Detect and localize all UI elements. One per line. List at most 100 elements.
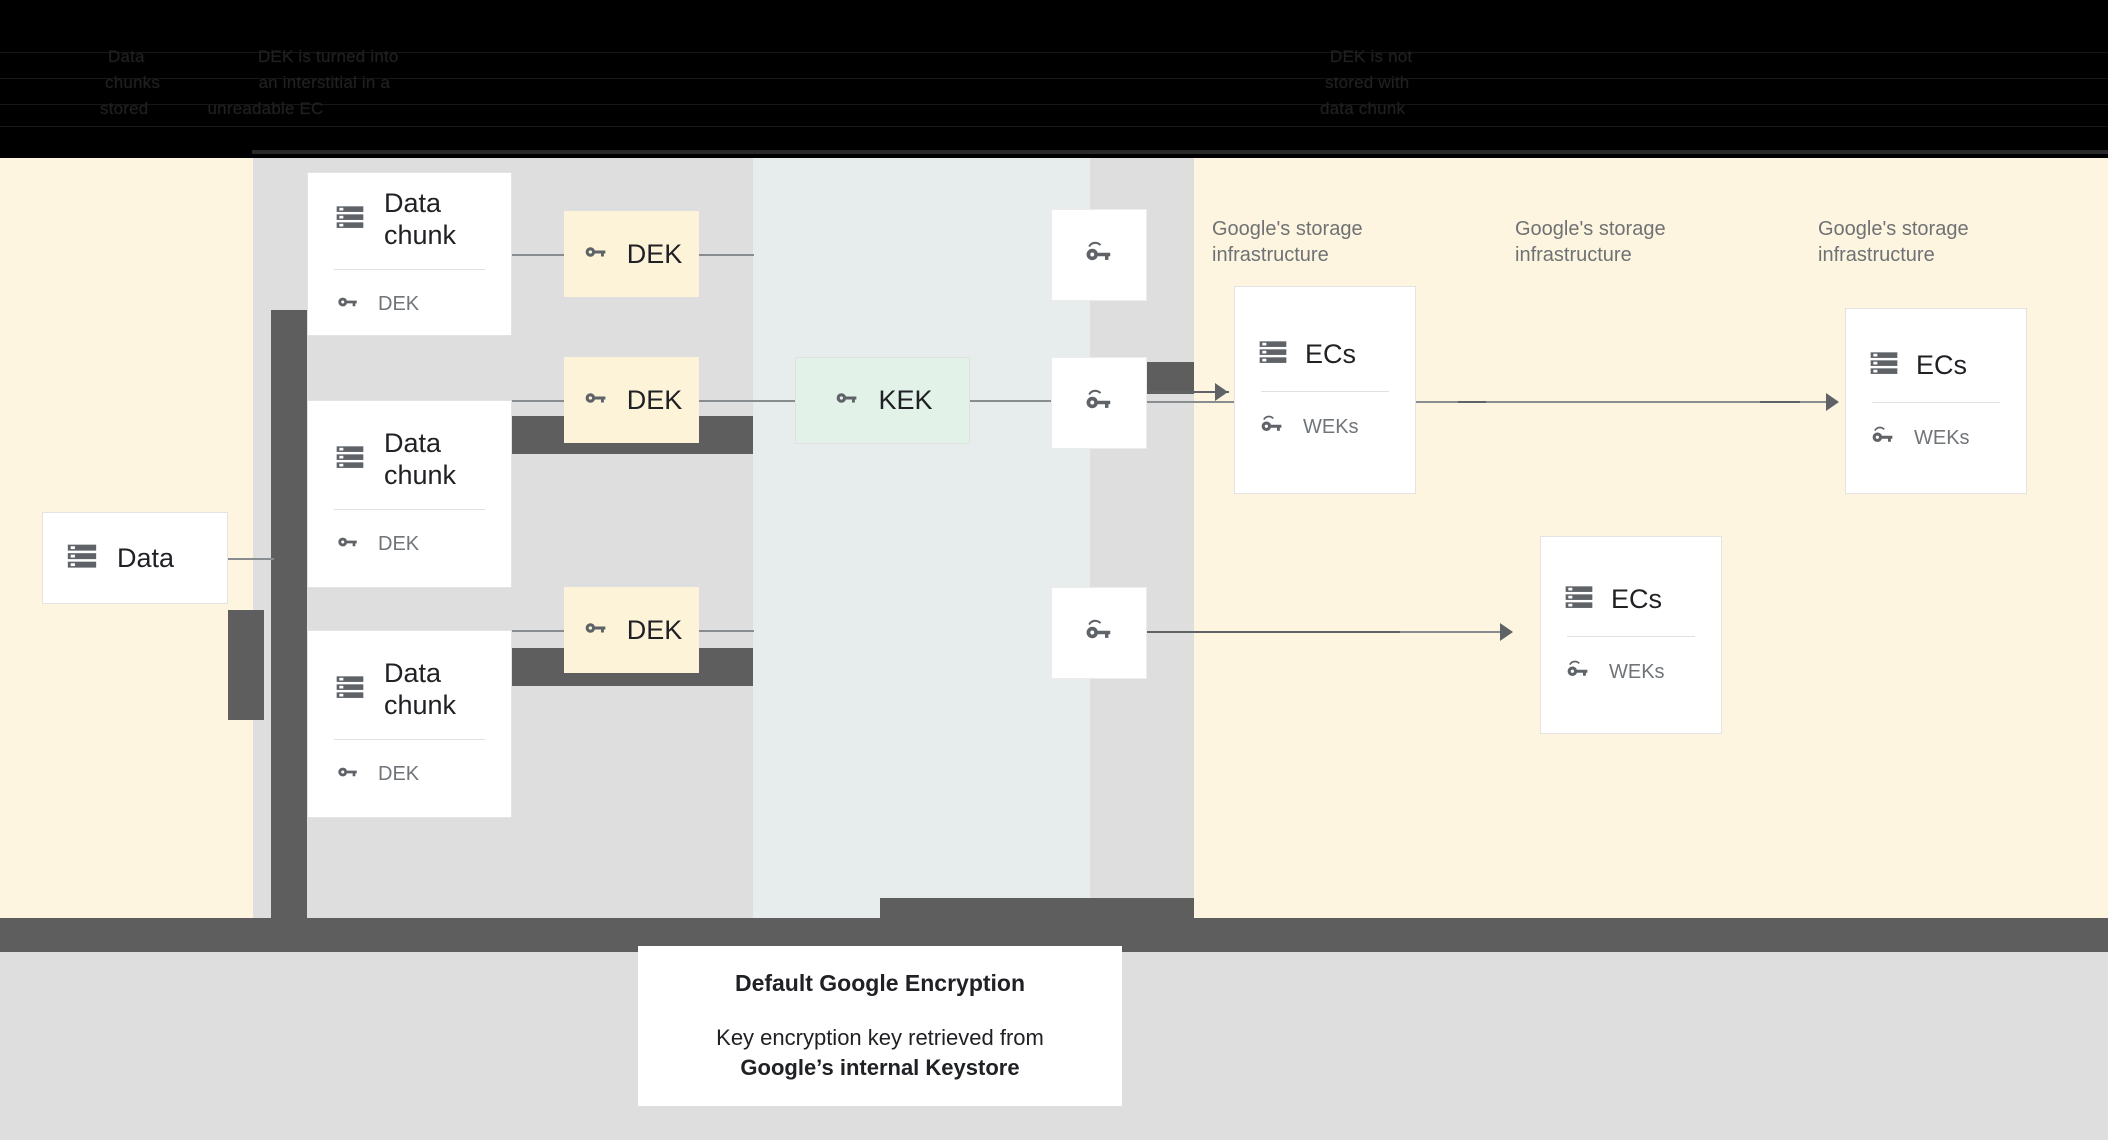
header-text-line-1: Data DEK is turned into (108, 47, 399, 66)
infra-label-3: Google's storage infrastructure (1818, 218, 1969, 266)
chunk-1-divider (334, 269, 485, 270)
chunk-1-sub-label: DEK (378, 293, 420, 315)
dek-box-3: DEK (564, 587, 699, 673)
key-icon (832, 383, 862, 418)
arrow-line-to-ec-2-seg-b (1760, 401, 1800, 403)
ec-2-sub-row: WEKs (1846, 421, 2026, 456)
caption-body-line-1: Key encryption key retrieved from (716, 1024, 1044, 1050)
ec-1-title-row: ECs (1235, 336, 1415, 373)
chunk-3-title: Data chunk (384, 658, 457, 720)
header-text-line-5: stored with (1325, 73, 1410, 92)
arrow-head-to-ec-3 (1500, 623, 1513, 641)
ec-1-divider (1261, 390, 1389, 392)
wrapped-key-icon (1081, 383, 1117, 424)
header-text-line-6: data chunk (1320, 99, 1406, 118)
chunk-3-sub-label: DEK (378, 763, 420, 785)
ec-card-3: ECs WEKs (1540, 536, 1722, 734)
chunk-2-title-row: Data chunk (308, 427, 511, 491)
dek-box-2-label: DEK (626, 384, 683, 415)
key-icon (334, 288, 362, 321)
storage-stack-icon (334, 201, 366, 238)
ec-3-title-row: ECs (1541, 581, 1721, 618)
key-icon (581, 613, 611, 648)
ec-1-sub-row: WEKs (1235, 410, 1415, 445)
caption-body: Key encryption key retrieved from Google… (716, 1023, 1044, 1083)
chunk-1-title-row: Data chunk (308, 187, 511, 251)
chunk-2-divider (334, 509, 485, 510)
key-icon (334, 528, 362, 561)
ec-3-title: ECs (1611, 584, 1663, 614)
arrow-line-to-ec-3 (1147, 631, 1457, 633)
arrow-head-to-ec-1 (1215, 383, 1228, 401)
kek-box-label: KEK (878, 385, 933, 415)
dek-box-2: DEK (564, 357, 699, 443)
ec-card-1: ECs WEKs (1234, 286, 1416, 494)
storage-stack-icon (334, 671, 366, 708)
key-icon (581, 237, 611, 272)
header-text-line-2: chunks an interstitial in a (105, 73, 391, 92)
header-text-line-4: DEK is not (1330, 47, 1413, 66)
wrapped-key-icon (1257, 410, 1287, 445)
infra-label-1: Google's storage infrastructure (1212, 218, 1363, 266)
connector-dek2-to-kek (699, 400, 795, 402)
infra-label-2: Google's storage infrastructure (1515, 218, 1666, 266)
connector-chunk1-to-dek1 (512, 254, 564, 256)
data-source-title: Data (117, 543, 175, 573)
storage-stack-icon (65, 539, 99, 578)
kek-bottom-bar (880, 898, 1194, 918)
arrow-head-to-ec-2 (1826, 393, 1839, 411)
data-chunk-card-1: Data chunk DEK (307, 172, 512, 336)
wrapped-key-tile-2 (1051, 357, 1147, 449)
wrapped-key-icon (1081, 613, 1117, 654)
ec-1-title: ECs (1305, 339, 1357, 369)
storage-stack-icon (1868, 347, 1900, 384)
data-chunk-card-3: Data chunk DEK (307, 630, 512, 818)
ec-1-sub-label: WEKs (1303, 415, 1359, 438)
chunk-2-sub-label: DEK (378, 533, 420, 555)
arrow-line-to-ec-2 (1147, 401, 1837, 403)
dek-box-1-label: DEK (626, 238, 683, 269)
vertical-fanout-bar (271, 310, 307, 930)
key-icon (334, 758, 362, 791)
ec-3-divider (1567, 635, 1695, 637)
caption-body-line-2: Google’s internal Keystore (740, 1054, 1020, 1080)
connector-chunk3-to-dek3 (512, 630, 564, 632)
connector-dek3-to-tile3 (699, 630, 754, 632)
data-source-row: Data (43, 539, 227, 578)
ec-3-sub-row: WEKs (1541, 655, 1721, 690)
obscured-header-band: Data DEK is turned into chunks an inters… (0, 0, 2108, 158)
connector-kek-to-tile2 (970, 400, 1051, 402)
chunk-3-divider (334, 739, 485, 740)
storage-stack-icon (334, 441, 366, 478)
ec-2-sub-label: WEKs (1914, 426, 1970, 449)
kek-box: KEK (795, 357, 970, 444)
ec-2-title: ECs (1916, 350, 1968, 380)
diagram-stage: Data Data chunk (0, 158, 2108, 930)
caption-card: Default Google Encryption Key encryption… (638, 946, 1122, 1106)
caption-title: Default Google Encryption (734, 969, 1026, 996)
wrapped-key-icon (1081, 235, 1117, 276)
data-source-card: Data (42, 512, 228, 604)
arrow-line-to-ec-2-seg-a (1458, 401, 1486, 403)
connector-dek1-to-tile1 (699, 254, 754, 256)
connector-data-to-fanout (228, 558, 274, 560)
dek-box-1: DEK (564, 211, 699, 297)
chunk-1-sub-row: DEK (308, 288, 511, 321)
arrow-line-to-ec-3-tail (1400, 631, 1510, 633)
chunk-3-sub-row: DEK (308, 758, 511, 791)
arrow-line-to-ec-1 (1147, 391, 1229, 393)
ec-2-title-row: ECs (1846, 347, 2026, 384)
storage-stack-icon (1563, 581, 1595, 618)
ec-card-2: ECs WEKs (1845, 308, 2027, 494)
header-text-line-3: stored unreadable EC (100, 99, 324, 118)
storage-stack-icon (1257, 336, 1289, 373)
left-panel-stub-bar (228, 610, 264, 720)
dek-box-3-label: DEK (626, 614, 683, 645)
key-icon (581, 383, 611, 418)
connector-chunk2-to-dek2 (512, 400, 564, 402)
ec-2-divider (1872, 401, 2000, 403)
chunk-3-title-row: Data chunk (308, 657, 511, 721)
chunk-1-title: Data chunk (384, 188, 457, 250)
chunk-2-sub-row: DEK (308, 528, 511, 561)
